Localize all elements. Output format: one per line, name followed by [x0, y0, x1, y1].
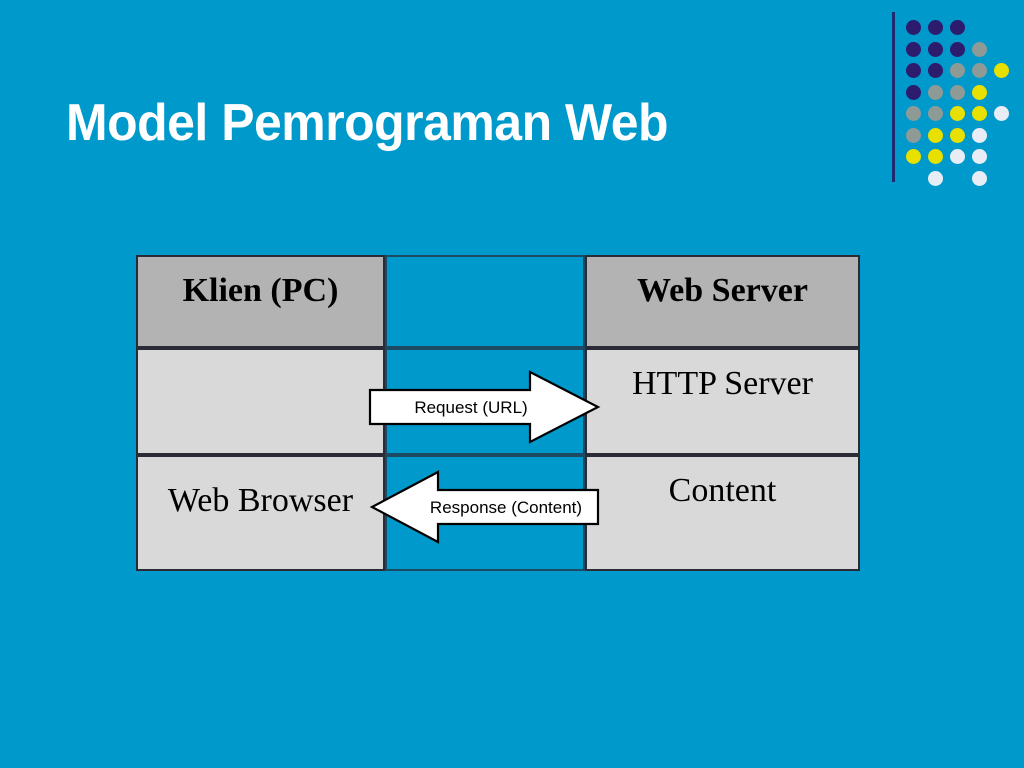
decorative-dot [906, 84, 921, 100]
table-cell-http-server: HTTP Server [585, 348, 860, 455]
decorative-dot [906, 149, 921, 164]
decorative-dot [928, 170, 943, 186]
decorative-dot [994, 63, 1009, 78]
table-header-client: Klien (PC) [136, 255, 385, 348]
decorative-dot [950, 41, 965, 57]
table-cell-content: Content [585, 455, 860, 571]
decorative-dot [994, 106, 1009, 121]
decorative-dot [950, 84, 965, 100]
table-header-server: Web Server [585, 255, 860, 348]
decorative-dot-motif [880, 0, 1024, 200]
table-cell-web-browser: Web Browser [136, 455, 385, 571]
dot-grid [880, 0, 1024, 200]
decorative-dot [972, 149, 987, 164]
decorative-dot [906, 20, 921, 35]
decorative-dot [906, 127, 921, 143]
decorative-dot [906, 106, 921, 121]
decorative-dot [928, 84, 943, 100]
decorative-dot [950, 106, 965, 121]
decorative-dot [928, 127, 943, 143]
response-arrow-label: Response (Content) [429, 498, 583, 517]
web-programming-model-table: Klien (PC) Web Server HTTP Server Web Br… [136, 255, 860, 571]
vertical-rule [892, 12, 895, 182]
decorative-dot [950, 20, 965, 35]
decorative-dot [906, 63, 921, 78]
decorative-dot [906, 41, 921, 57]
decorative-dot [972, 84, 987, 100]
decorative-dot [972, 41, 987, 57]
decorative-dot [950, 149, 965, 164]
request-arrow [368, 370, 601, 444]
decorative-dot [928, 63, 943, 78]
decorative-dot [972, 106, 987, 121]
decorative-dot [928, 106, 943, 121]
decorative-dot [950, 63, 965, 78]
decorative-dot [928, 41, 943, 57]
decorative-dot [928, 20, 943, 35]
request-arrow-label: Request (URL) [414, 398, 528, 417]
table-header-channel [385, 255, 585, 348]
decorative-dot [972, 127, 987, 143]
decorative-dot [972, 63, 987, 78]
response-arrow [369, 470, 600, 544]
page-title: Model Pemrograman Web [66, 94, 669, 152]
table-cell-client-middle [136, 348, 385, 455]
decorative-dot [950, 127, 965, 143]
decorative-dot [972, 170, 987, 186]
decorative-dot [928, 149, 943, 164]
